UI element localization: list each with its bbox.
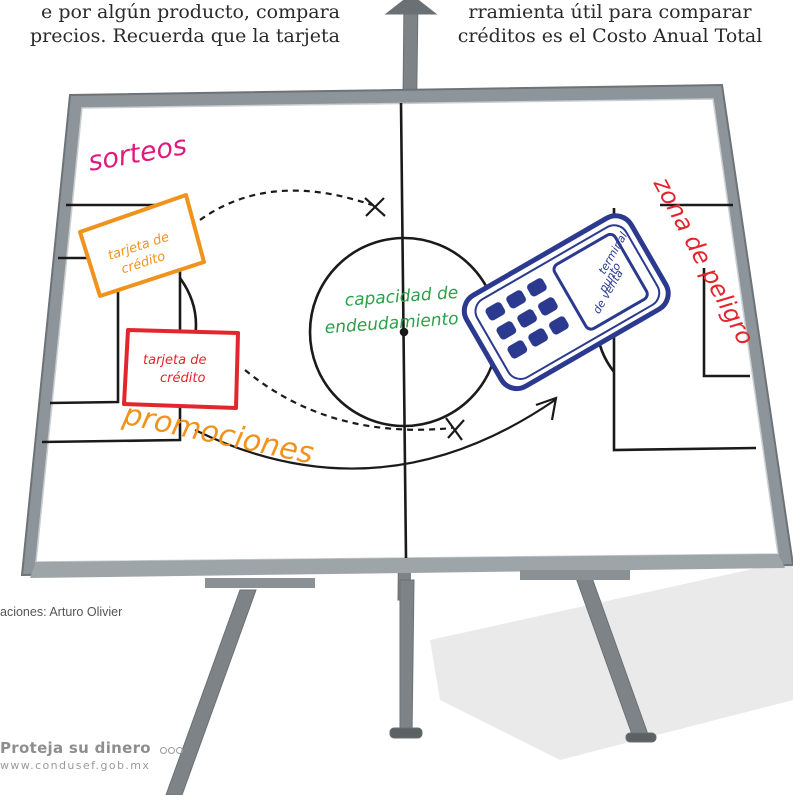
article-text-left: e por algún producto, compara precios. R…: [0, 0, 340, 48]
article-line: e por algún producto, compara: [41, 1, 340, 23]
article-text-right: rramienta útil para comparar créditos es…: [432, 0, 788, 48]
brand-url: www.condusef.gob.mx: [0, 759, 151, 772]
credit-card-top: tarjeta de crédito: [78, 193, 206, 298]
card-mid-label-2: crédito: [160, 371, 205, 386]
article-line: rramienta útil para comparar: [468, 1, 752, 23]
condusef-brand: Proteja su dinero www.condusef.gob.mx: [0, 738, 184, 772]
article-line: créditos es el Costo Anual Total: [457, 25, 763, 47]
play-arrows: [194, 189, 558, 470]
pos-terminal-icon: [461, 213, 671, 392]
brand-title: Proteja su dinero: [0, 739, 151, 757]
article-line: precios. Recuerda que la tarjeta: [29, 25, 340, 47]
card-mid-label-1: tarjeta de: [143, 353, 206, 368]
credit-card-middle: tarjeta de crédito: [122, 328, 240, 410]
illustration-credit: aciones: Arturo Olivier: [0, 605, 123, 619]
brand-dots-icon: [159, 739, 184, 758]
